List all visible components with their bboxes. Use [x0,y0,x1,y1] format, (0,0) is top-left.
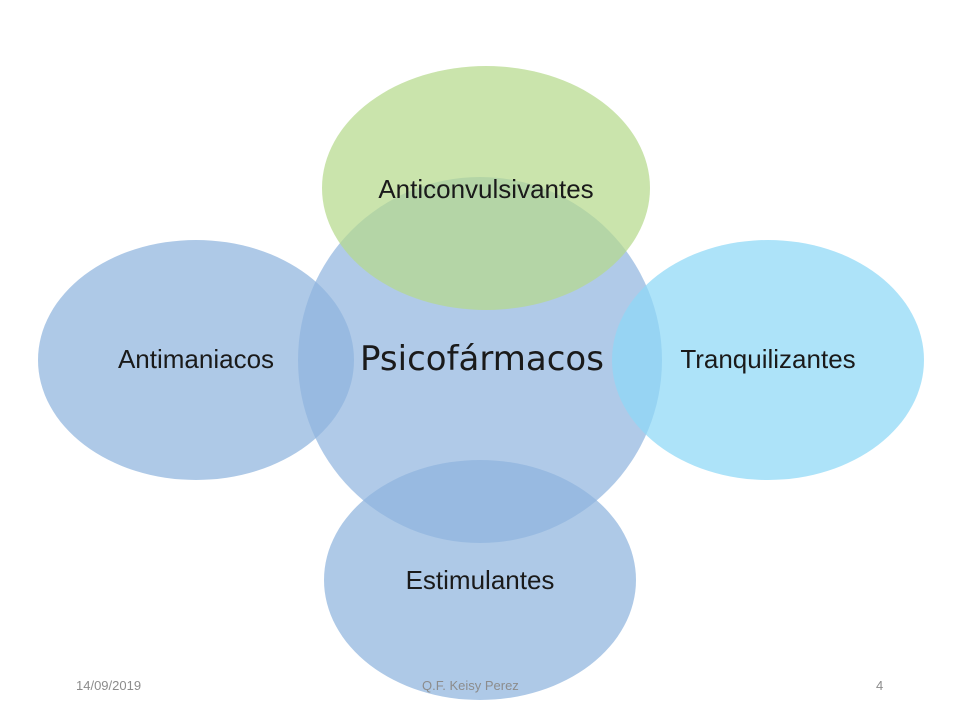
footer-page-number: 4 [876,678,884,693]
footer-date: 14/09/2019 [76,678,142,693]
satellite-label-right: Tranquilizantes [680,344,855,374]
satellite-label-top: Anticonvulsivantes [378,174,593,204]
satellite-circle-bottom [324,460,636,700]
satellite-label-bottom: Estimulantes [406,565,555,595]
center-label: Psicofármacos [360,339,604,379]
satellite-label-left: Antimaniacos [118,344,274,374]
satellite-circle-left [38,240,354,480]
footer-author: Q.F. Keisy Perez [422,678,519,693]
satellite-circle-top [322,66,650,310]
satellite-circle-right [612,240,924,480]
